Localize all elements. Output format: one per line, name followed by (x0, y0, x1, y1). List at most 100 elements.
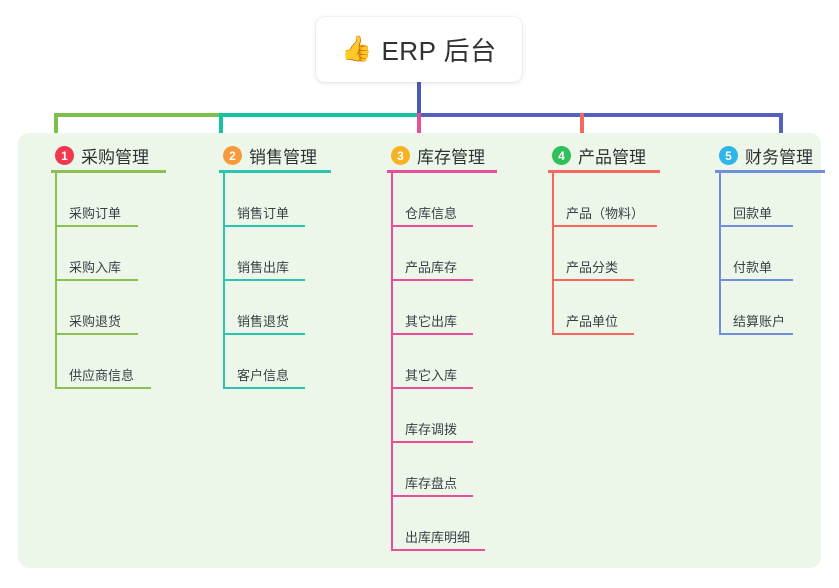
rail-teal (219, 113, 419, 117)
branch-item-label: 采购入库 (69, 260, 122, 275)
branch-header-4[interactable]: 4 产品管理 (552, 143, 646, 168)
branch-item[interactable]: 付款单 (719, 227, 793, 281)
root-node-erp-backend[interactable]: 👍 ERP 后台 (316, 17, 522, 82)
branch-header-3[interactable]: 3 库存管理 (391, 143, 485, 168)
branch-item-label: 其它入库 (405, 368, 458, 383)
branch-item-label: 结算账户 (733, 314, 786, 329)
branch-item-rule (391, 441, 473, 443)
branch-item-label: 供应商信息 (69, 368, 135, 383)
branch-header-1[interactable]: 1 采购管理 (55, 143, 149, 168)
branch-column-5: 5 财务管理回款单付款单结算账户 (715, 133, 839, 568)
branch-item[interactable]: 库存调拨 (391, 389, 473, 443)
branch-item-rule (223, 279, 305, 281)
branch-header-5[interactable]: 5 财务管理 (719, 143, 813, 168)
branch-header-rule (715, 170, 825, 173)
branch-item-rule (223, 333, 305, 335)
branch-item-rule (391, 279, 473, 281)
branch-item-label: 客户信息 (237, 368, 290, 383)
branch-header-rule (219, 170, 331, 173)
branch-item[interactable]: 回款单 (719, 173, 793, 227)
root-node-title: ERP 后台 (381, 36, 497, 66)
branch-spine (223, 173, 225, 389)
branch-header-rule (548, 170, 660, 173)
branches-panel: 1 采购管理采购订单采购入库采购退货供应商信息 2 销售管理销售订单销售出库销售退货客… (18, 133, 825, 568)
branch-spine (719, 173, 721, 335)
branch-item[interactable]: 采购订单 (55, 173, 138, 227)
branch-item[interactable]: 产品库存 (391, 227, 473, 281)
branch-title: 产品管理 (578, 148, 646, 167)
drop-col-4 (580, 113, 584, 147)
branch-item[interactable]: 采购退货 (55, 281, 138, 335)
branch-item[interactable]: 产品单位 (552, 281, 634, 335)
branch-item-label: 销售退货 (237, 314, 290, 329)
branch-item-label: 仓库信息 (405, 206, 458, 221)
branch-item-label: 产品单位 (566, 314, 619, 329)
branch-item[interactable]: 出库库明细 (391, 497, 485, 551)
drop-col-2 (219, 113, 223, 147)
branch-index-badge: 2 (223, 146, 242, 165)
branch-item[interactable]: 结算账户 (719, 281, 793, 335)
branch-item[interactable]: 销售出库 (223, 227, 305, 281)
branch-item[interactable]: 其它入库 (391, 335, 473, 389)
branch-item-label: 采购订单 (69, 206, 122, 221)
drop-col-3 (417, 113, 421, 147)
branch-item-rule (719, 225, 793, 227)
branch-item-label: 销售订单 (237, 206, 290, 221)
rail-blue (417, 113, 783, 117)
branch-item-rule (391, 549, 485, 551)
branch-item-label: 回款单 (733, 206, 773, 221)
branch-header-rule (387, 170, 497, 173)
branch-item-label: 产品库存 (405, 260, 458, 275)
branch-title: 销售管理 (249, 148, 317, 167)
branch-item-rule (391, 495, 473, 497)
branch-item-label: 其它出库 (405, 314, 458, 329)
branch-spine (55, 173, 57, 389)
branch-item[interactable]: 采购入库 (55, 227, 138, 281)
branch-item-rule (55, 279, 138, 281)
branch-item-label: 付款单 (733, 260, 773, 275)
branch-item[interactable]: 销售退货 (223, 281, 305, 335)
branch-item[interactable]: 产品（物料） (552, 173, 657, 227)
root-node-content: 👍 ERP 后台 (341, 31, 496, 68)
branch-item-rule (223, 225, 305, 227)
branch-title: 财务管理 (745, 148, 813, 167)
rail-green (54, 113, 219, 117)
branch-item-rule (391, 387, 473, 389)
branch-title: 库存管理 (417, 148, 485, 167)
branch-item-rule (719, 333, 793, 335)
branch-title: 采购管理 (81, 148, 149, 167)
branch-item[interactable]: 销售订单 (223, 173, 305, 227)
drop-col-1 (54, 113, 58, 147)
branch-item[interactable]: 产品分类 (552, 227, 634, 281)
branch-item[interactable]: 库存盘点 (391, 443, 473, 497)
branch-item-rule (552, 225, 657, 227)
branch-item-label: 产品（物料） (566, 206, 645, 221)
branch-item[interactable]: 其它出库 (391, 281, 473, 335)
branch-column-3: 3 库存管理仓库信息产品库存其它出库其它入库库存调拨库存盘点出库库明细 (387, 133, 537, 568)
branch-item-rule (391, 333, 473, 335)
branch-item-rule (719, 279, 793, 281)
branch-item-rule (55, 225, 138, 227)
branch-column-1: 1 采购管理采购订单采购入库采购退货供应商信息 (51, 133, 206, 568)
branch-item-rule (55, 387, 151, 389)
branch-item-rule (223, 387, 305, 389)
branch-item-label: 产品分类 (566, 260, 619, 275)
branch-spine (552, 173, 554, 335)
branch-item-rule (391, 225, 473, 227)
drop-col-5 (779, 113, 783, 147)
branch-spine (391, 173, 393, 551)
branch-index-badge: 1 (55, 146, 74, 165)
branch-header-2[interactable]: 2 销售管理 (223, 143, 317, 168)
branch-item[interactable]: 供应商信息 (55, 335, 151, 389)
branch-item[interactable]: 仓库信息 (391, 173, 473, 227)
branch-item-label: 销售出库 (237, 260, 290, 275)
branch-index-badge: 4 (552, 146, 571, 165)
branch-column-2: 2 销售管理销售订单销售出库销售退货客户信息 (219, 133, 371, 568)
branch-item-rule (552, 279, 634, 281)
branch-item[interactable]: 客户信息 (223, 335, 305, 389)
branch-index-badge: 3 (391, 146, 410, 165)
root-stem-connector (417, 82, 421, 115)
branch-index-badge: 5 (719, 146, 738, 165)
branch-item-rule (55, 333, 138, 335)
